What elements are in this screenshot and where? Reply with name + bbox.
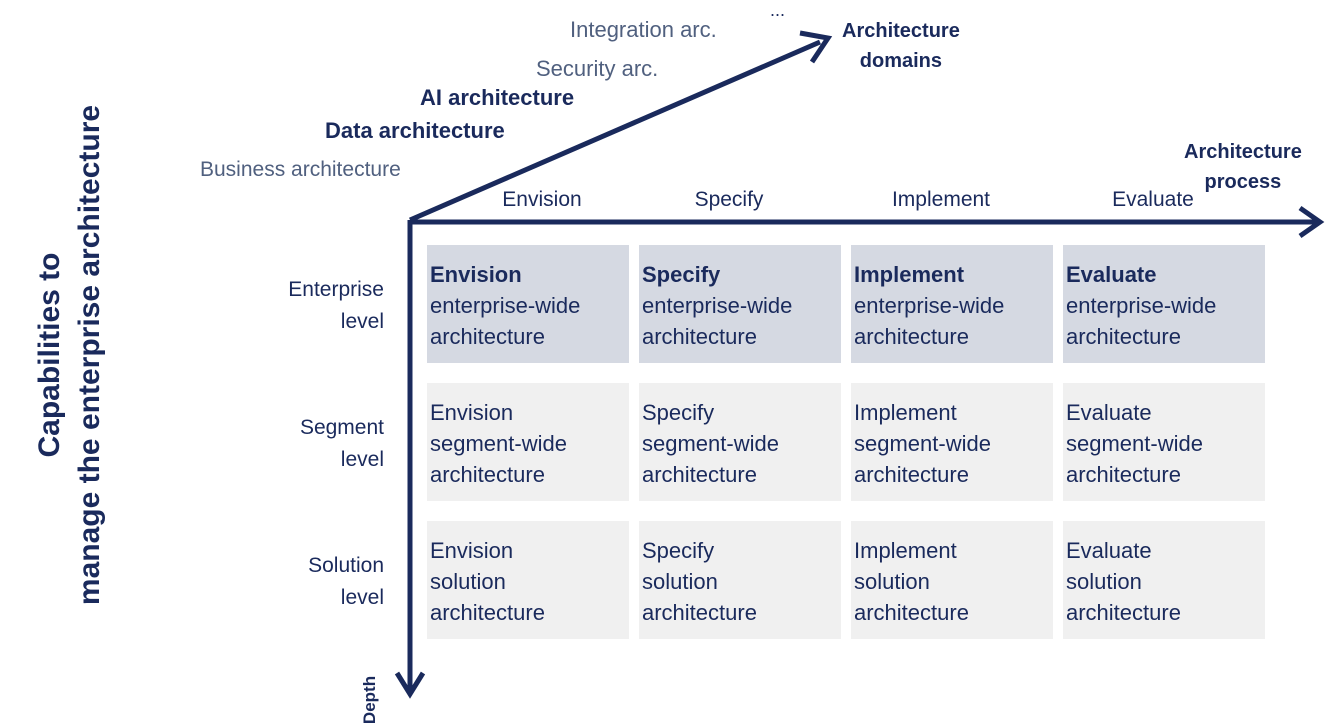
domain-integration: Integration arc. — [570, 17, 717, 42]
process-axis-label: Architecture process — [1184, 137, 1302, 197]
cell-line: Envision — [430, 538, 514, 563]
process-axis-label-line2: process — [1204, 171, 1282, 193]
cell-line: enterprise-wide — [1066, 293, 1217, 318]
cell-line: architecture — [430, 462, 545, 487]
process-axis-arrowhead — [1298, 205, 1325, 239]
level-enterprise-line2: level — [340, 310, 384, 333]
cell-line: Evaluate — [1066, 538, 1152, 563]
cell-line: architecture — [430, 600, 545, 625]
cell-enterprise-evaluate: Evaluate enterprise-wide architecture — [1063, 245, 1265, 363]
cell-solution-specify: Specify solution architecture — [639, 521, 841, 639]
process-step-implement: Implement — [891, 188, 991, 211]
level-enterprise-line1: Enterprise — [288, 278, 384, 301]
process-step-specify: Specify — [694, 188, 764, 211]
domains-axis-label-line1: Architecture — [842, 20, 960, 42]
cell-line: Specify — [642, 400, 715, 425]
domains-axis-line — [409, 39, 821, 223]
domain-business: Business architecture — [200, 158, 401, 181]
cell-solution-evaluate: Evaluate solution architecture — [1063, 521, 1265, 639]
cell-line: architecture — [642, 324, 757, 349]
cell-line: enterprise-wide — [430, 293, 581, 318]
cell-line: solution — [430, 569, 506, 594]
cell-line: segment-wide — [854, 431, 991, 456]
domains-axis-label-line2: domains — [859, 50, 943, 72]
cell-enterprise-specify: Specify enterprise-wide architecture — [639, 245, 841, 363]
cell-line: enterprise-wide — [854, 293, 1005, 318]
capabilities-title-line1: Capabilities to — [33, 252, 66, 458]
level-segment-line2: level — [340, 448, 384, 471]
cell-line: Envision — [430, 400, 514, 425]
cell-line: architecture — [854, 324, 969, 349]
cell-line: architecture — [1066, 600, 1181, 625]
depth-axis-arrowhead — [394, 671, 426, 699]
level-solution-line2: level — [340, 586, 384, 609]
cell-line: Envision — [430, 262, 522, 287]
domains-ellipsis: ... — [770, 0, 786, 20]
cell-line: solution — [854, 569, 930, 594]
cell-line: solution — [1066, 569, 1142, 594]
cell-line: enterprise-wide — [642, 293, 793, 318]
cell-line: architecture — [854, 600, 969, 625]
cell-line: architecture — [1066, 462, 1181, 487]
depth-axis-label: Depth — [360, 675, 379, 724]
cell-enterprise-implement: Implement enterprise-wide architecture — [851, 245, 1053, 363]
domain-security: Security arc. — [536, 56, 659, 81]
cell-line: architecture — [1066, 324, 1181, 349]
domain-ai: AI architecture — [420, 85, 575, 110]
capabilities-title: Capabilities to manage the enterprise ar… — [30, 45, 110, 665]
cell-segment-envision: Envision segment-wide architecture — [427, 383, 629, 501]
cell-line: segment-wide — [1066, 431, 1203, 456]
process-step-envision: Envision — [502, 188, 582, 211]
process-step-evaluate: Evaluate — [1112, 188, 1194, 211]
cell-line: Implement — [854, 400, 957, 425]
cell-line: architecture — [642, 462, 757, 487]
domains-axis-label: Architecture domains — [842, 16, 960, 76]
cell-segment-evaluate: Evaluate segment-wide architecture — [1063, 383, 1265, 501]
cell-line: solution — [642, 569, 718, 594]
process-axis-label-line1: Architecture — [1184, 141, 1302, 163]
level-enterprise: Enterprise level — [288, 274, 384, 338]
level-solution-line1: Solution — [308, 554, 384, 577]
cell-line: Specify — [642, 538, 715, 563]
cell-segment-implement: Implement segment-wide architecture — [851, 383, 1053, 501]
level-segment-line1: Segment — [299, 416, 384, 439]
capabilities-title-line2: manage the enterprise architecture — [73, 104, 106, 606]
cell-line: architecture — [430, 324, 545, 349]
cell-line: Evaluate — [1066, 400, 1152, 425]
cell-enterprise-envision: Envision enterprise-wide architecture — [427, 245, 629, 363]
cell-line: architecture — [642, 600, 757, 625]
cell-solution-implement: Implement solution architecture — [851, 521, 1053, 639]
cell-line: Implement — [854, 262, 965, 287]
cell-line: segment-wide — [642, 431, 779, 456]
cell-segment-specify: Specify segment-wide architecture — [639, 383, 841, 501]
cell-line: Evaluate — [1066, 262, 1157, 287]
domains-axis-arrowhead — [799, 30, 833, 64]
domain-data: Data architecture — [325, 118, 505, 143]
level-solution: Solution level — [308, 550, 384, 614]
cell-line: architecture — [854, 462, 969, 487]
cell-line: segment-wide — [430, 431, 567, 456]
cell-line: Specify — [642, 262, 721, 287]
cell-solution-envision: Envision solution architecture — [427, 521, 629, 639]
level-segment: Segment level — [300, 412, 384, 476]
cell-line: Implement — [854, 538, 957, 563]
